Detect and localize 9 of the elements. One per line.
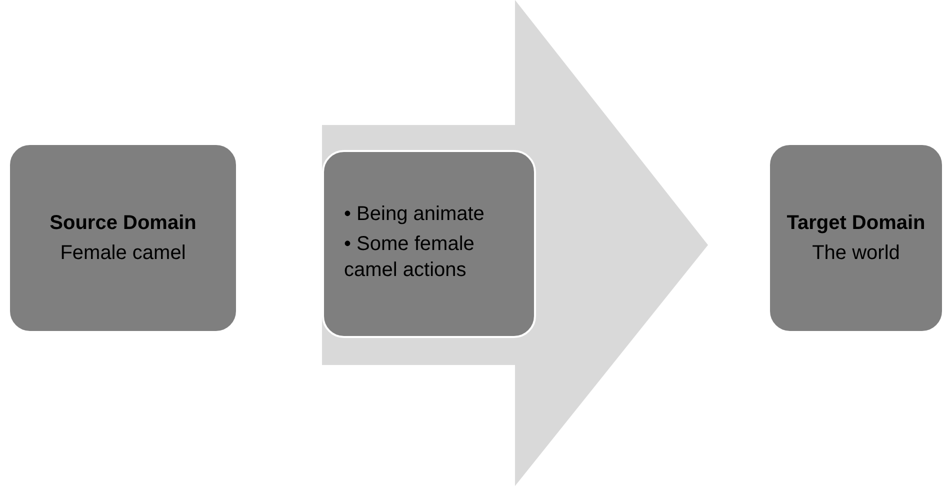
domain-heading: Target Domain: [786, 211, 926, 236]
domain-text: Female camel: [60, 241, 186, 266]
bullet-text: • Being animate: [343, 202, 484, 227]
rounded-box: [8, 143, 238, 333]
rounded-box: [322, 150, 536, 338]
rounded-box: [768, 143, 944, 333]
domain-text: The world: [812, 241, 900, 266]
domain-heading: Source Domain: [50, 211, 196, 236]
bullet-text: • Some female camel actions: [343, 232, 476, 283]
